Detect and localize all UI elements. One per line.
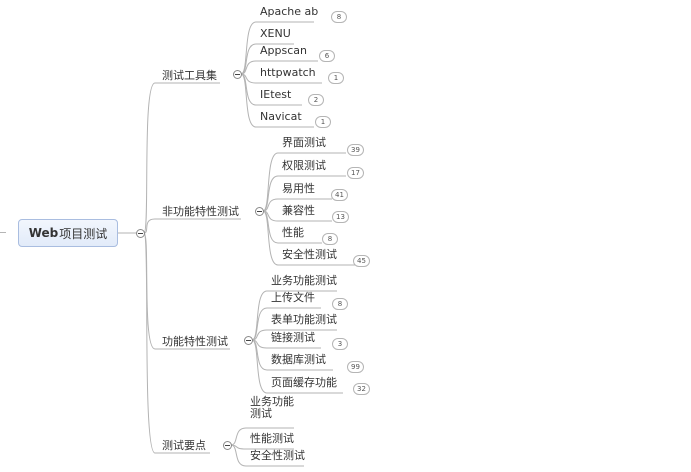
- branch-func-collapse-toggle[interactable]: [243, 335, 253, 345]
- count-badge-tools-4: 2: [308, 94, 324, 106]
- count-badge-tools-3: 1: [328, 72, 344, 84]
- count-badge-nonfunc-3: 13: [332, 211, 349, 223]
- node-nonfunc-0[interactable]: 界面测试: [282, 136, 326, 149]
- node-func-2[interactable]: 表单功能测试: [271, 313, 337, 326]
- node-func-4[interactable]: 数据库测试: [271, 353, 326, 366]
- count-badge-nonfunc-4: 8: [322, 233, 338, 245]
- child-connector-tools-2: [240, 60, 318, 75]
- branch-tools-collapse-toggle[interactable]: [232, 69, 242, 79]
- branch-connector-func: [143, 232, 230, 350]
- count-badge-func-5: 32: [353, 383, 370, 395]
- branch-connector-nonfunc: [143, 218, 241, 234]
- node-points-2[interactable]: 安全性测试: [250, 449, 305, 462]
- node-points-0[interactable]: 业务功能测试: [250, 395, 294, 420]
- node-tools-1[interactable]: XENU: [260, 27, 291, 40]
- child-connector-tools-5: [240, 73, 314, 128]
- branch-func[interactable]: 功能特性测试: [162, 335, 228, 348]
- branch-points[interactable]: 测试要点: [162, 439, 206, 452]
- node-tools-5[interactable]: Navicat: [260, 110, 302, 123]
- child-connector-func-5: [251, 339, 343, 394]
- node-nonfunc-3[interactable]: 兼容性: [282, 204, 315, 217]
- branch-nonfunc[interactable]: 非功能特性测试: [162, 205, 239, 218]
- root-label-bold: Web: [28, 226, 59, 240]
- branch-connector-tools: [143, 82, 220, 234]
- child-connector-nonfunc-5: [262, 210, 358, 266]
- count-badge-nonfunc-2: 41: [331, 189, 348, 201]
- child-connector-points-0: [230, 427, 294, 446]
- node-func-1[interactable]: 上传文件: [271, 291, 315, 304]
- branch-connector-points: [143, 232, 210, 454]
- node-tools-0[interactable]: Apache ab: [260, 5, 319, 18]
- count-badge-func-3: 3: [332, 338, 348, 350]
- count-badge-func-1: 8: [332, 298, 348, 310]
- node-tools-4[interactable]: IEtest: [260, 88, 292, 101]
- count-badge-tools-0: 8: [331, 11, 347, 23]
- node-nonfunc-5[interactable]: 安全性测试: [282, 248, 337, 261]
- child-connector-points-2: [230, 444, 304, 467]
- node-tools-2[interactable]: Appscan: [260, 44, 307, 57]
- node-nonfunc-4[interactable]: 性能: [282, 226, 304, 239]
- branch-nonfunc-collapse-toggle[interactable]: [254, 206, 264, 216]
- node-func-5[interactable]: 页面缓存功能: [271, 376, 337, 389]
- node-points-1[interactable]: 性能测试: [250, 432, 294, 445]
- count-badge-tools-2: 6: [319, 50, 335, 62]
- child-connector-func-1: [251, 307, 321, 341]
- count-badge-func-4: 99: [347, 361, 364, 373]
- node-tools-3[interactable]: httpwatch: [260, 66, 316, 79]
- node-func-3[interactable]: 链接测试: [271, 331, 315, 344]
- child-connector-nonfunc-1: [262, 175, 346, 212]
- branch-points-collapse-toggle[interactable]: [222, 440, 232, 450]
- child-connector-nonfunc-2: [262, 198, 332, 212]
- root-collapse-toggle[interactable]: [135, 228, 145, 238]
- count-badge-nonfunc-0: 39: [347, 144, 364, 156]
- child-connector-func-2: [251, 329, 337, 341]
- root-left-connector: [0, 232, 6, 233]
- node-func-0[interactable]: 业务功能测试: [271, 274, 337, 287]
- count-badge-nonfunc-1: 17: [347, 167, 364, 179]
- count-badge-nonfunc-5: 45: [353, 255, 370, 267]
- branch-tools[interactable]: 测试工具集: [162, 69, 217, 82]
- count-badge-tools-5: 1: [315, 116, 331, 128]
- root-label: 项目测试: [59, 226, 108, 241]
- node-nonfunc-2[interactable]: 易用性: [282, 182, 315, 195]
- node-nonfunc-1[interactable]: 权限测试: [282, 159, 326, 172]
